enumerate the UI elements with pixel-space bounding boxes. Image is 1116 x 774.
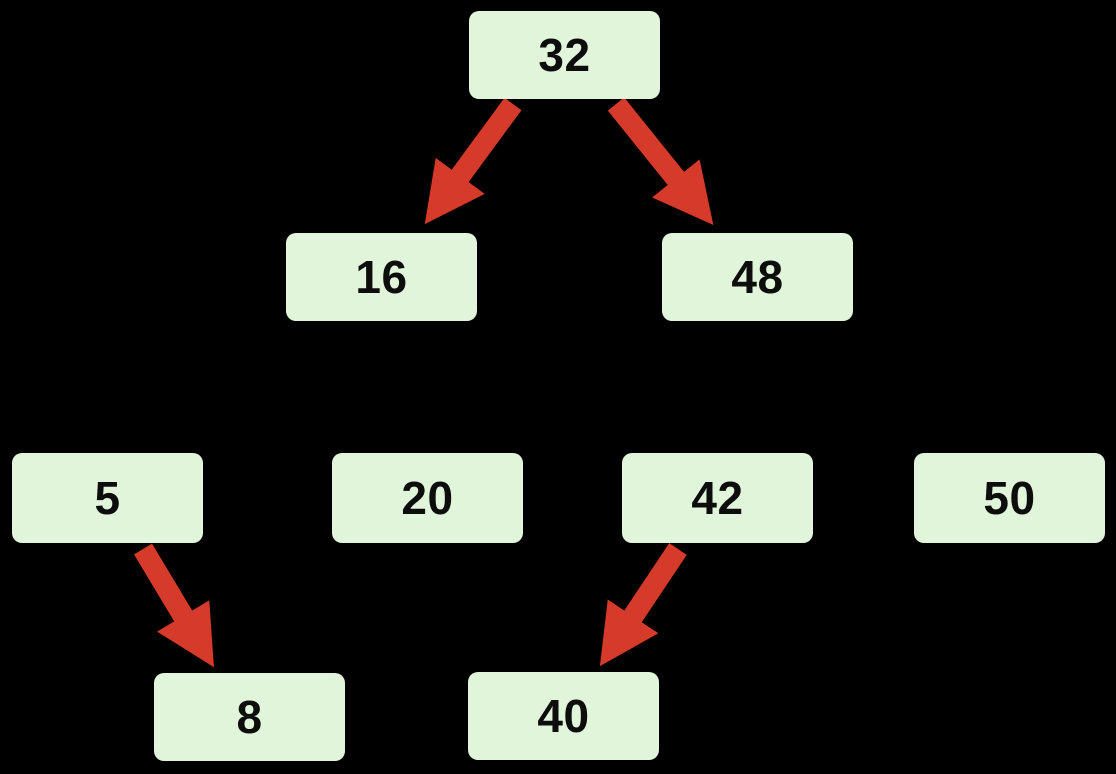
tree-node-5: 5 <box>12 453 203 543</box>
tree-node-5-label: 5 <box>94 472 121 524</box>
tree-node-50-label: 50 <box>983 472 1036 524</box>
tree-node-42: 42 <box>622 453 813 543</box>
tree-node-8: 8 <box>154 673 345 761</box>
tree-node-50: 50 <box>914 453 1105 543</box>
edge-arrow-32-16 <box>424 97 522 225</box>
tree-node-8-label: 8 <box>236 691 263 743</box>
tree-node-16-label: 16 <box>355 251 408 303</box>
edge-arrow-32-48 <box>607 97 714 226</box>
tree-node-32: 32 <box>469 11 660 99</box>
tree-node-16: 16 <box>286 233 477 321</box>
tree-node-40: 40 <box>468 672 659 760</box>
edge-arrow-5-8 <box>133 543 214 668</box>
tree-node-42-label: 42 <box>691 472 744 524</box>
tree-node-40-label: 40 <box>537 690 590 742</box>
tree-node-20-label: 20 <box>401 472 454 524</box>
tree-node-48-label: 48 <box>731 251 784 303</box>
tree-node-32-label: 32 <box>538 29 591 81</box>
edge-arrow-42-40 <box>599 543 687 667</box>
tree-node-20: 20 <box>332 453 523 543</box>
tree-node-48: 48 <box>662 233 853 321</box>
